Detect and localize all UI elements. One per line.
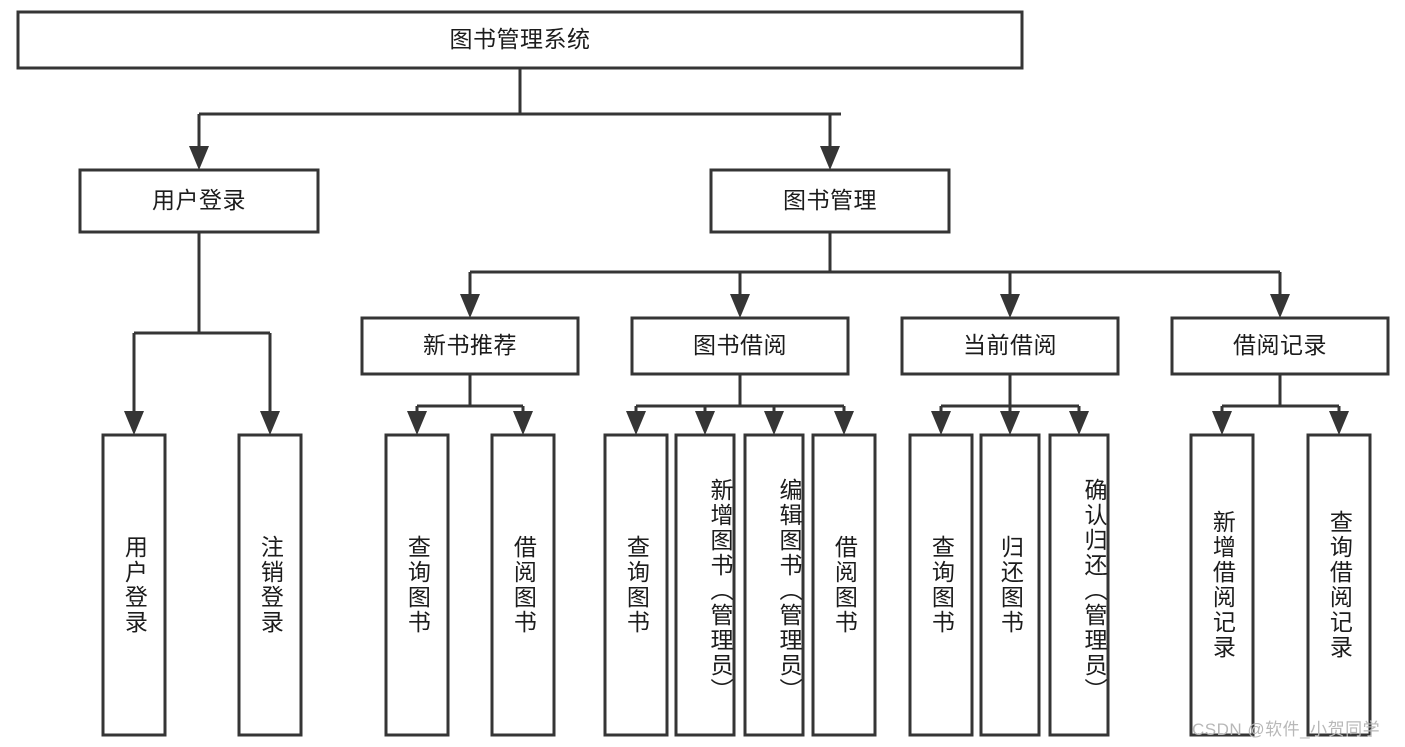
- node-box-leaf-cur-query[interactable]: [908, 433, 974, 737]
- connector-root-to-level2: [189, 68, 841, 170]
- node-box-leaf-rec-borrow[interactable]: [490, 433, 556, 737]
- connector-bookmanage-to-level3: [460, 232, 1290, 318]
- node-box-leaf-cur-confirm[interactable]: [1048, 433, 1110, 737]
- node-box-book-borrow[interactable]: [630, 316, 850, 376]
- node-box-leaf-rec-add[interactable]: [1189, 433, 1255, 737]
- node-box-new-book-rec[interactable]: [360, 316, 580, 376]
- node-box-leaf-rec-query[interactable]: [384, 433, 450, 737]
- connector-userlogin-to-leaves: [124, 232, 280, 435]
- node-box-leaf-borrow-edit[interactable]: [743, 433, 805, 737]
- csdn-watermark: CSDN @软件_小贺同学: [1192, 720, 1381, 739]
- node-box-book-manage[interactable]: [709, 168, 951, 234]
- node-box-borrow-record[interactable]: [1170, 316, 1390, 376]
- connector-newbookrec-to-leaves: [407, 374, 533, 435]
- node-box-leaf-borrow-lend[interactable]: [811, 433, 877, 737]
- connector-borrowrecord-to-leaves: [1212, 374, 1349, 435]
- connector-currentborrow-to-leaves: [931, 374, 1089, 435]
- node-box-root[interactable]: [16, 10, 1024, 70]
- node-box-leaf-user-login[interactable]: [101, 433, 167, 737]
- node-box-leaf-rec-search[interactable]: [1306, 433, 1372, 737]
- node-box-leaf-user-logout[interactable]: [237, 433, 303, 737]
- connector-bookborrow-to-leaves: [626, 374, 854, 435]
- node-box-user-login[interactable]: [78, 168, 320, 234]
- node-box-leaf-borrow-add[interactable]: [674, 433, 736, 737]
- node-box-leaf-borrow-query[interactable]: [603, 433, 669, 737]
- node-box-current-borrow[interactable]: [900, 316, 1120, 376]
- node-box-leaf-cur-return[interactable]: [979, 433, 1041, 737]
